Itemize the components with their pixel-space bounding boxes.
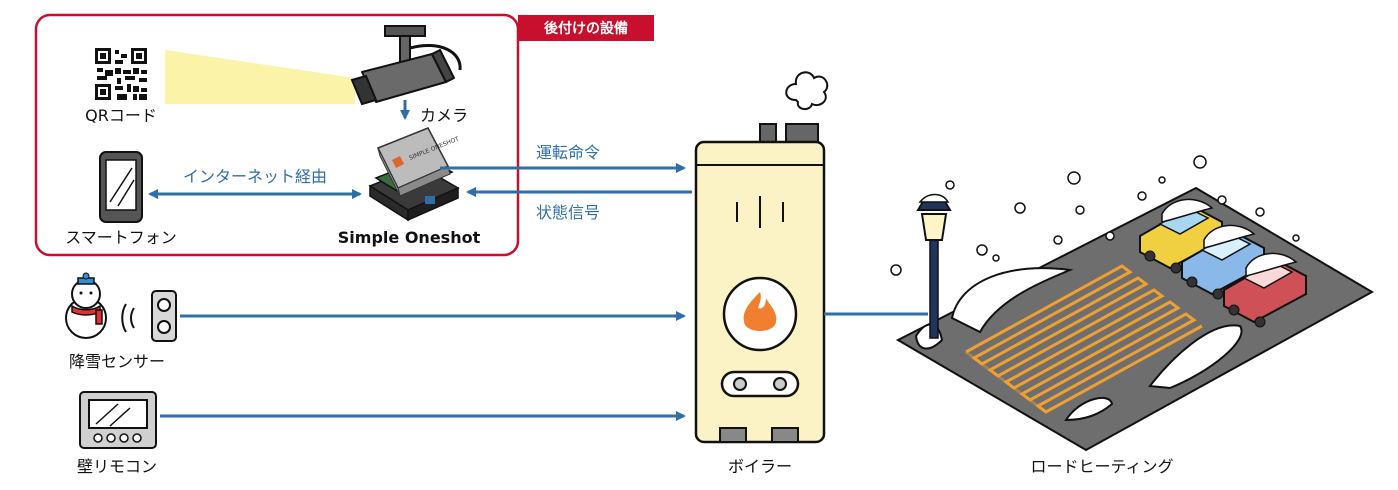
qr-code-icon	[95, 48, 147, 100]
qr-code-label: QRコード	[85, 106, 157, 125]
wall-remote-label: 壁リモコン	[77, 457, 157, 476]
retrofit-frame: 後付けの設備	[34, 13, 654, 257]
road-heating-scene	[890, 155, 1375, 452]
boiler-label: ボイラー	[728, 457, 792, 476]
camera-icon	[350, 25, 462, 106]
snowflakes-icon	[890, 155, 1300, 276]
retrofit-tag	[518, 15, 654, 41]
car-yellow-icon	[1139, 198, 1223, 274]
camera-light-beam	[165, 50, 355, 104]
road-heating-label: ロードヒーティング	[1030, 457, 1173, 476]
snow-sensor-label: 降雪センサー	[69, 352, 165, 371]
sensor-signal-icon	[121, 303, 135, 333]
snowman-icon	[65, 272, 107, 339]
wall-remote-icon	[79, 391, 157, 449]
smartphone-label: スマートフォン	[65, 228, 177, 247]
car-blue-icon	[1181, 224, 1265, 300]
simple-oneshot-label: Simple Oneshot	[338, 228, 481, 247]
retrofit-tag-label: 後付けの設備	[544, 20, 628, 37]
smartphone-icon	[99, 151, 143, 223]
boiler-icon	[694, 71, 829, 444]
heating-pipe-icon	[965, 264, 1203, 414]
status-signal-label: 状態信号	[536, 203, 600, 222]
car-red-icon	[1223, 252, 1307, 328]
run-command-label: 運転命令	[536, 143, 600, 162]
camera-label: カメラ	[420, 106, 468, 125]
street-lamp-icon	[914, 193, 952, 350]
simple-oneshot-device-icon: SIMPLE ONESHOT	[368, 127, 460, 222]
snow-sensor-icon	[151, 290, 177, 342]
internet-label: インターネット経由	[183, 167, 327, 186]
